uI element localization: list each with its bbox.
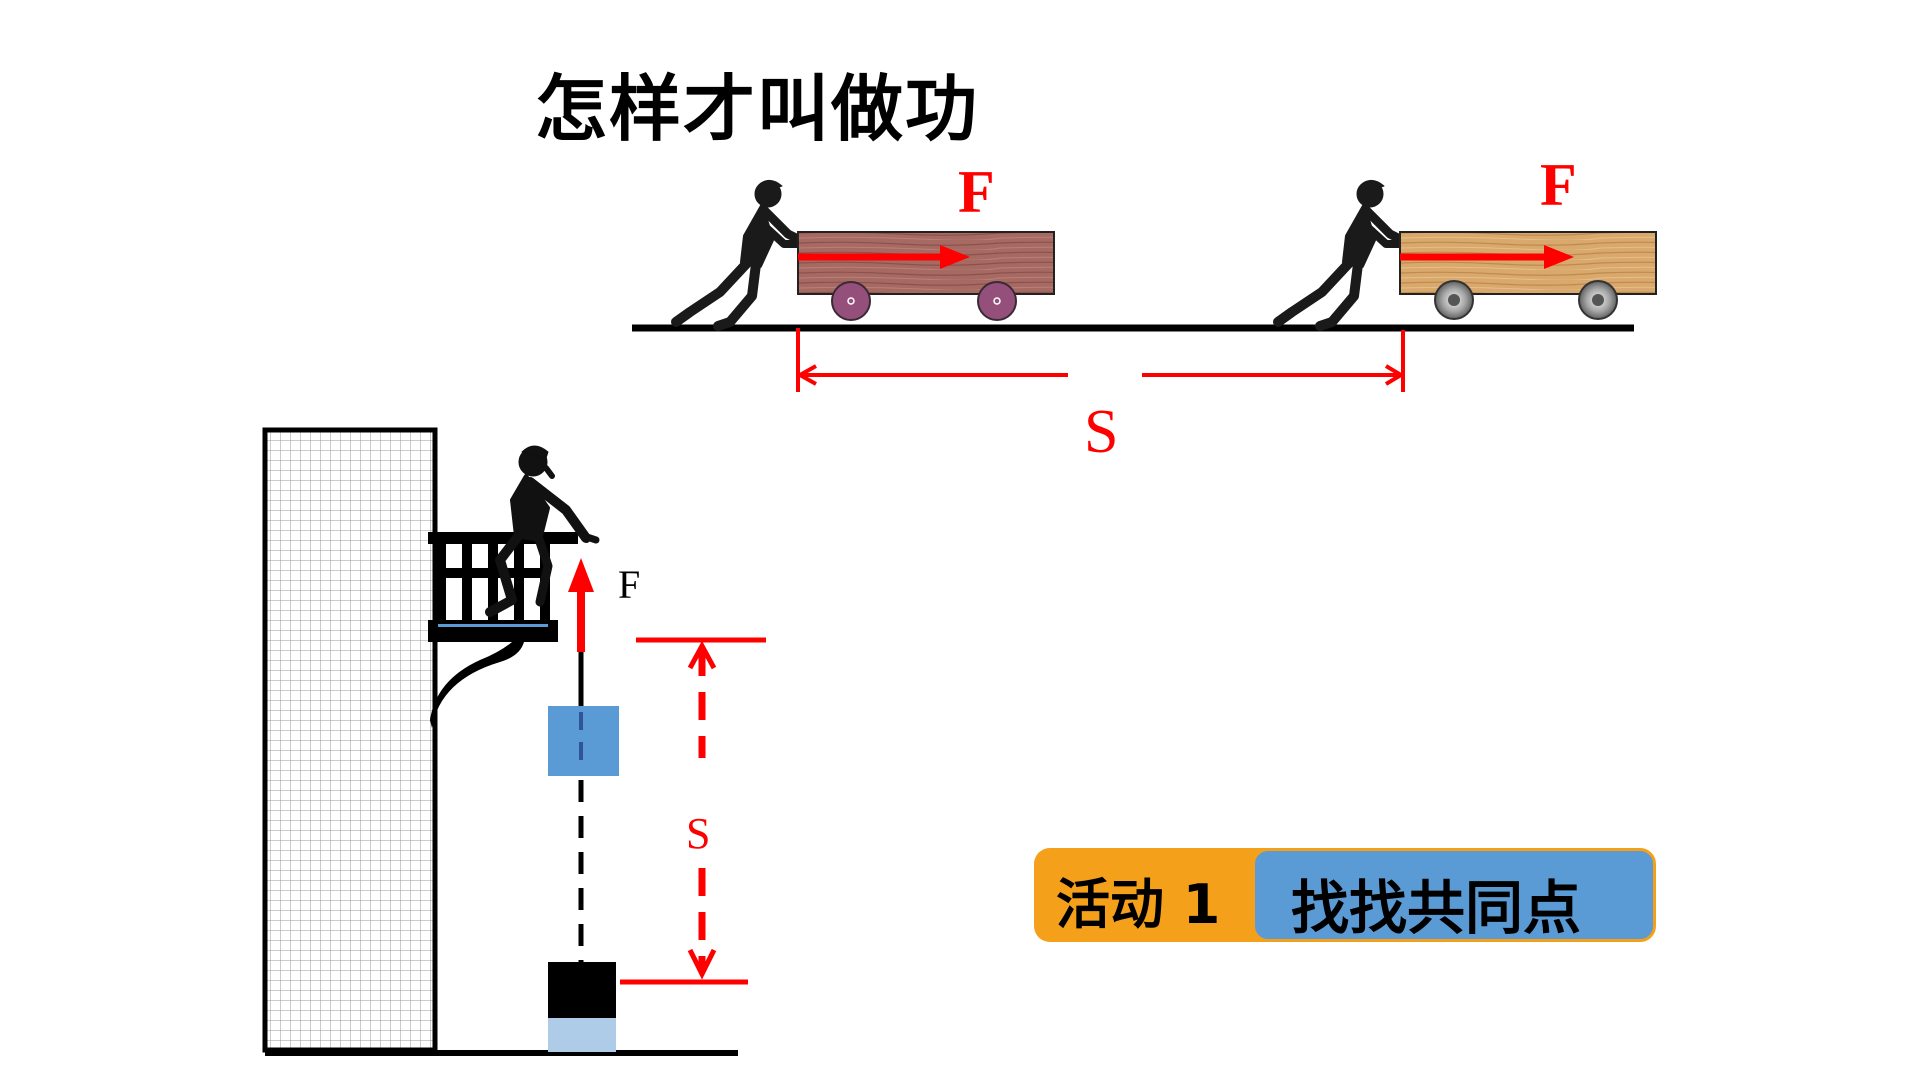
- force-arrow-up: [568, 558, 594, 652]
- distance-label-vertical: S: [686, 809, 710, 858]
- cart-right: [1399, 231, 1657, 320]
- wheel-icon: [977, 281, 1017, 321]
- distance-label-horizontal: S: [1084, 398, 1118, 466]
- activity-task: 找找共同点: [1291, 874, 1582, 942]
- building: [262, 427, 438, 1053]
- force-label-left: F: [958, 159, 995, 225]
- box-lifted: [548, 706, 619, 776]
- force-label-right: F: [1540, 152, 1577, 218]
- box-base: [548, 1018, 616, 1052]
- cart-push-diagram: F F: [632, 152, 1657, 466]
- activity-badge: 活动 1 找找共同点: [1034, 848, 1656, 942]
- force-arrow-right: [1400, 245, 1574, 269]
- lifting-person: [485, 445, 600, 617]
- wheel-icon: [831, 281, 871, 321]
- distance-dimension-vertical: [620, 637, 766, 985]
- cart-left: [797, 231, 1055, 321]
- cart-body-left: [797, 231, 1055, 295]
- activity-task-pill: 找找共同点: [1252, 848, 1656, 942]
- force-arrow-left: [798, 245, 970, 269]
- cart-body-right: [1399, 231, 1657, 295]
- slide-title: 怎样才叫做功: [535, 67, 980, 151]
- lift-diagram: F S: [262, 427, 766, 1056]
- activity-label: 活动 1: [1056, 873, 1221, 936]
- distance-dimension-horizontal: [795, 328, 1405, 392]
- pusher-figure-right: [1273, 180, 1407, 331]
- pusher-figure-left: [671, 180, 805, 331]
- force-label-lift: F: [618, 562, 640, 607]
- box-start: [548, 962, 616, 1018]
